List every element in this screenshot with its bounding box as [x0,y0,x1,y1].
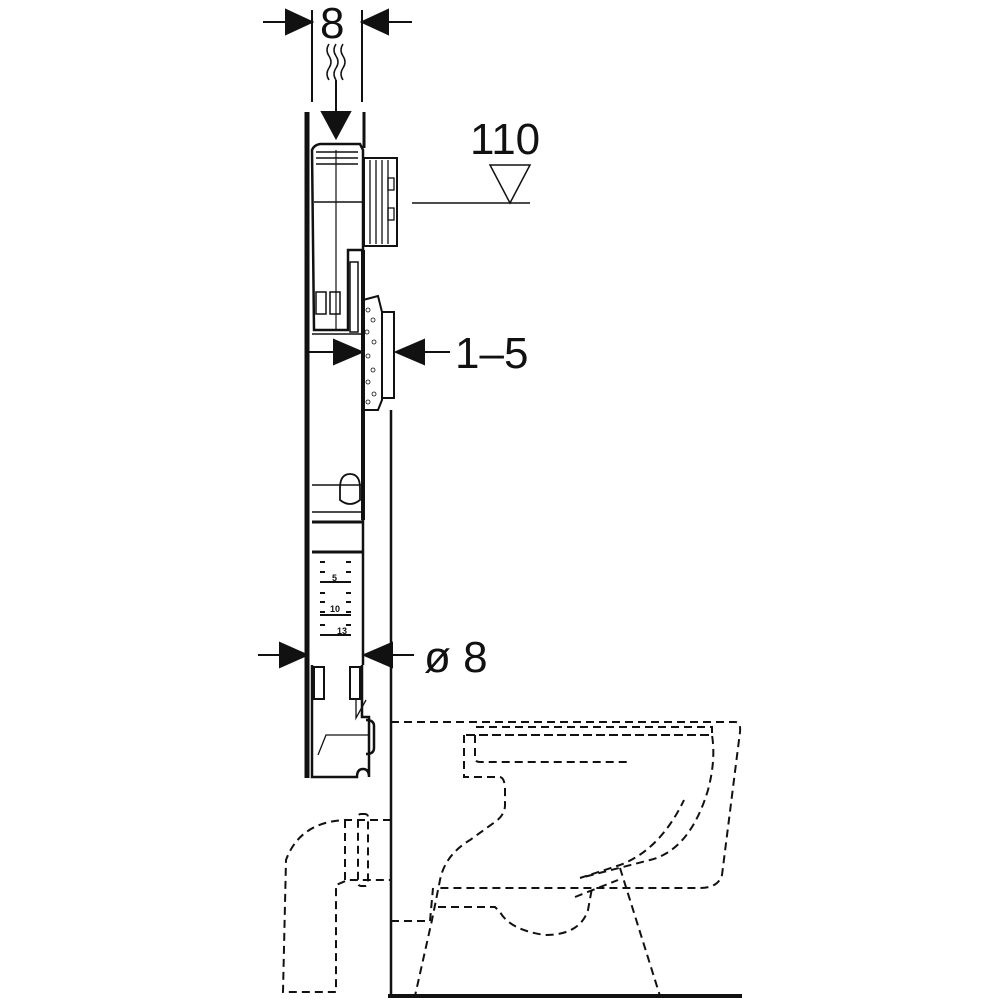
frame-depth-label: 8 [320,0,345,48]
flush-plate [362,294,395,411]
wc-bowl-outline [391,721,742,997]
plate-offset-dimension [308,338,450,366]
drain-pipe-outline [281,813,391,993]
scale-mark-5: 5 [332,573,338,583]
water-inlet-icon [320,43,352,141]
pipe-diameter-label: ø 8 [424,633,488,682]
pipe-diameter-dimension [258,641,414,669]
flush-plate-offset-label: 1–5 [455,329,529,378]
flush-plate-height-label: 110 [470,115,541,164]
level-triangle-icon [412,164,532,205]
scale-mark-13: 13 [337,626,348,636]
height-scale [320,561,351,636]
scale-mark-10: 10 [330,604,341,614]
frame-depth-dimension [263,8,412,102]
cistern-frame [304,112,398,779]
